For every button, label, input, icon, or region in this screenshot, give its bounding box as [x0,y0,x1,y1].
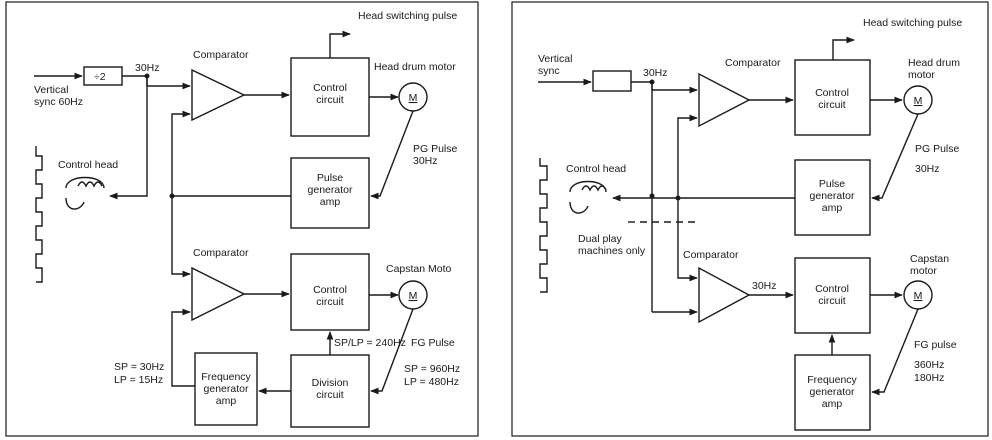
right-head-switching-line [832,36,855,60]
right-tape [539,158,548,293]
left-head-switching-line [329,30,351,58]
right-comparator-bottom [698,266,751,324]
right-head-core-bottom [569,201,589,214]
right-fg-line [871,308,919,396]
right-control-circuit-top [794,59,871,136]
right-panel-frame [511,1,989,437]
right-comparator-top-label: Comparator [725,57,781,69]
right-head-coil [581,185,607,192]
left-comparator-top [191,68,246,122]
left-head-core-top [65,176,105,189]
left-head-drum-m: M [409,92,418,104]
left-capstan-label: Capstan Moto [386,263,452,275]
right-comparator-bottom-label: Comparator [683,249,739,261]
left-comparator-bottom [191,266,246,322]
left-head-drum-label: Head drum motor [374,61,456,73]
right-control-circuit-bottom [794,257,871,334]
right-frequency-generator-amp [794,354,871,431]
left-comparator-bottom-label: Comparator [193,247,249,259]
left-bus-to-comp-top [171,110,191,196]
left-head-switching-label: Head switching pulse [358,10,457,22]
left-control-circuit-top [290,57,370,137]
left-tape [35,146,43,283]
left-division-circuit [290,354,370,428]
left-bus-to-comp-bottom [171,196,191,278]
left-divider-label: ÷2 [94,71,106,83]
right-divider-box [592,70,632,92]
right-capstan-m: M [914,290,923,302]
left-capstan-m: M [409,290,418,302]
left-pg-line [370,110,414,200]
right-comparator-top [698,72,751,128]
left-to-control-head [109,76,148,200]
right-bus-to-comp-bottom [677,198,698,282]
right-30hz-top-label: 30Hz [643,67,668,79]
left-control-circuit-bottom [290,253,370,331]
left-head-coil [77,181,103,188]
left-pulse-generator-amp [290,157,370,229]
left-control-head-label: Control head [58,159,118,171]
right-pg-line [871,113,919,202]
left-head-core-bottom [65,197,85,210]
left-fg-line [370,308,414,395]
left-30hz-label: 30Hz [135,62,160,74]
left-freq-to-comp [171,308,195,387]
right-bus-to-comp-top [677,114,698,198]
left-comparator-top-label: Comparator [193,49,249,61]
right-head-switching-label: Head switching pulse [863,17,962,29]
right-control-head-label: Control head [566,163,626,175]
left-fg-pulse-label: FG Pulse [411,337,455,349]
left-sp-lp-240: SP/LP = 240Hz [334,337,406,349]
right-junction-2 [649,193,655,199]
left-frequency-generator-amp [194,352,258,426]
right-30hz-bottom-label: 30Hz [752,280,777,292]
right-head-drum-m: M [914,95,923,107]
